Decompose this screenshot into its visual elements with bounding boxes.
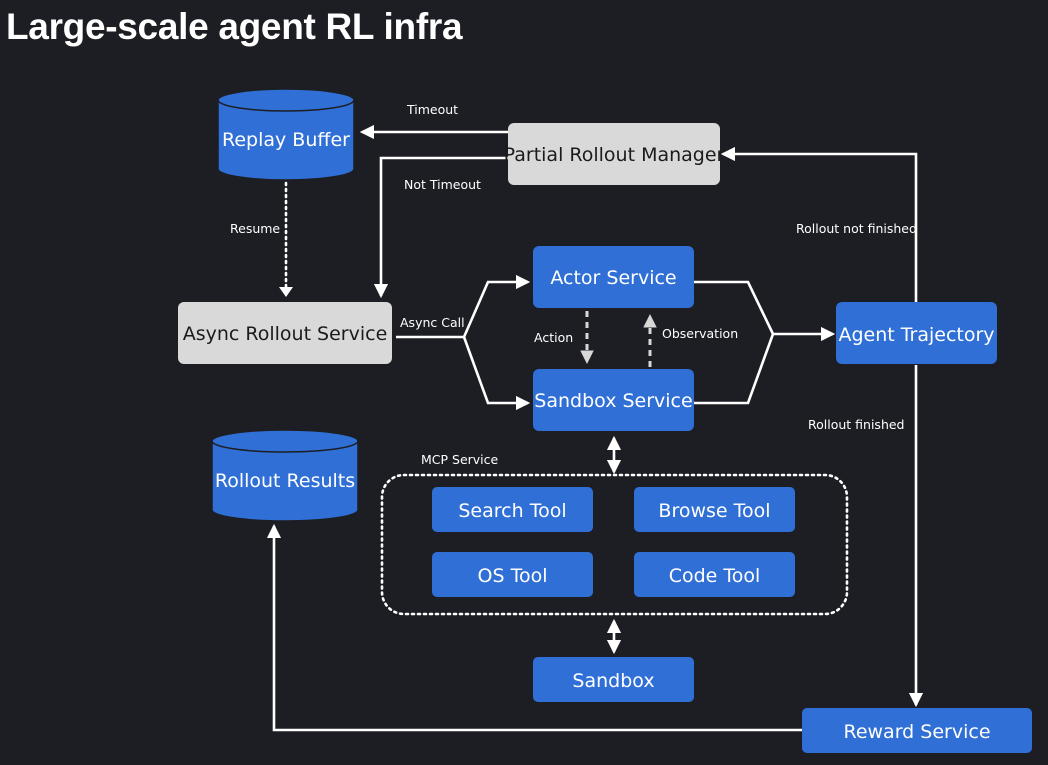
edge-resume-arrowhead [279, 287, 293, 297]
node-code-tool-label: Code Tool [669, 565, 761, 587]
label-action: Action [534, 330, 573, 345]
edge-reward-to-results [266, 523, 802, 732]
node-search-tool: Search Tool [432, 487, 593, 532]
node-os-tool-label: OS Tool [478, 565, 548, 587]
page-title: Large-scale agent RL infra [6, 6, 463, 47]
node-os-tool: OS Tool [432, 552, 593, 597]
label-not-timeout: Not Timeout [404, 177, 481, 192]
node-browse-tool-label: Browse Tool [658, 500, 770, 522]
node-actor-service-label: Actor Service [550, 267, 676, 289]
edges [266, 124, 924, 732]
label-timeout: Timeout [406, 102, 458, 117]
node-partial-rollout-manager-label: Partial Rollout Manager [504, 144, 725, 166]
edge-rollout-not-finished [720, 146, 918, 302]
mcp-service-container [380, 473, 849, 616]
node-sandbox-service: Sandbox Service [533, 369, 694, 431]
edge-async-call [396, 274, 531, 339]
label-async-call: Async Call [400, 315, 465, 330]
node-sandbox-service-label: Sandbox Service [534, 390, 692, 412]
node-agent-trajectory: Agent Trajectory [836, 302, 997, 364]
node-replay-buffer-label: Replay Buffer [222, 129, 350, 151]
label-observation: Observation [662, 326, 738, 341]
node-agent-trajectory-label: Agent Trajectory [838, 324, 994, 346]
label-mcp-service: MCP Service [421, 452, 499, 467]
node-reward-service: Reward Service [802, 708, 1032, 753]
edge-async-call-lower [462, 336, 531, 411]
node-code-tool: Code Tool [634, 552, 795, 597]
label-resume: Resume [230, 221, 280, 236]
edge-sandbox-to-trajectory [694, 333, 775, 405]
edge-actor-to-trajectory [694, 280, 775, 335]
edge-not-timeout [373, 156, 508, 299]
node-sandbox: Sandbox [533, 657, 694, 702]
node-sandbox-label: Sandbox [572, 670, 654, 692]
node-rollout-results: Rollout Results [211, 429, 359, 522]
edge-labels: Timeout Not Timeout Resume Async Call Ac… [230, 102, 917, 467]
node-reward-service-label: Reward Service [843, 721, 990, 743]
node-search-tool-label: Search Tool [458, 500, 566, 522]
node-replay-buffer: Replay Buffer [217, 88, 355, 181]
node-browse-tool: Browse Tool [634, 487, 795, 532]
node-async-rollout-service-label: Async Rollout Service [183, 323, 388, 345]
label-rollout-not-finished: Rollout not finished [796, 221, 917, 236]
node-actor-service: Actor Service [533, 246, 694, 308]
node-rollout-results-label: Rollout Results [215, 470, 355, 492]
label-rollout-finished: Rollout finished [808, 417, 905, 432]
node-partial-rollout-manager: Partial Rollout Manager [504, 123, 725, 185]
node-async-rollout-service: Async Rollout Service [178, 302, 392, 364]
